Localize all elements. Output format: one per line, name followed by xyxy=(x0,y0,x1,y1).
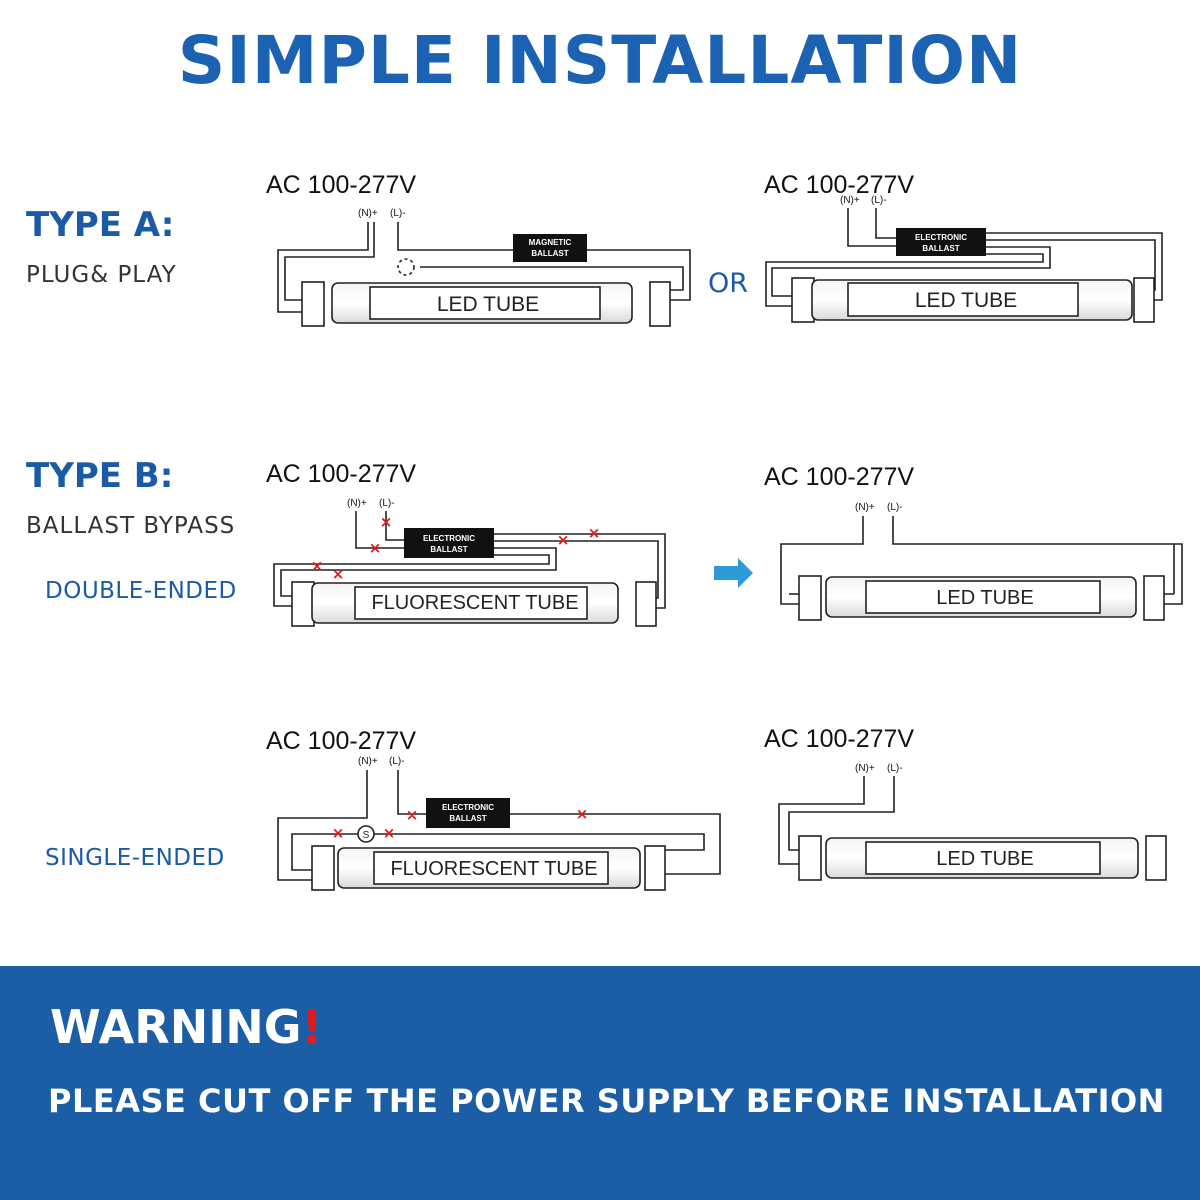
magnetic-ballast xyxy=(513,234,587,262)
type-a-right-diagram: AC 100-277V (N)+ (L)- ELECTRONIC BALLAST… xyxy=(764,171,1163,323)
tube-label: LED TUBE xyxy=(915,289,1017,312)
cut-marks: × × × × × × xyxy=(311,513,601,583)
tube-label: LED TUBE xyxy=(936,848,1033,870)
fluorescent-tube-label: FLUORESCENT TUBE xyxy=(371,592,578,614)
svg-text:ELECTRONIC: ELECTRONIC xyxy=(423,534,475,543)
l-label: (L)- xyxy=(871,195,887,206)
single-ended-label: SINGLE-ENDED xyxy=(45,845,225,871)
cut-mark: × xyxy=(369,539,382,557)
tube-label: LED TUBE xyxy=(936,587,1033,609)
cut-mark: × xyxy=(557,531,570,549)
voltage-label: AC 100-277V xyxy=(764,463,914,491)
arrow-right-icon xyxy=(714,558,753,588)
cut-mark: × xyxy=(380,513,393,531)
l-label: (L)- xyxy=(887,502,903,513)
type-a-left-diagram: AC 100-277V (N)+ (L)- MAGNETIC BALLAST L… xyxy=(266,171,691,327)
fluorescent-tube-label: FLUORESCENT TUBE xyxy=(390,858,597,880)
n-label: (N)+ xyxy=(347,498,367,509)
n-label: (N)+ xyxy=(840,195,860,206)
cut-mark: × xyxy=(332,824,345,842)
cut-mark: × xyxy=(311,557,324,575)
n-label: (N)+ xyxy=(855,502,875,513)
n-label: (N)+ xyxy=(855,763,875,774)
svg-text:BALLAST: BALLAST xyxy=(531,249,568,258)
electronic-ballast xyxy=(404,528,494,558)
type-b-double-left-diagram: AC 100-277V (N)+ (L)- ELECTRONIC BALLAST… xyxy=(266,460,666,627)
double-ended-label: DOUBLE-ENDED xyxy=(45,578,237,604)
cut-mark: × xyxy=(332,565,345,583)
electronic-ballast xyxy=(426,798,510,828)
electronic-ballast xyxy=(896,228,986,256)
wiring-diagrams: AC 100-277V (N)+ (L)- MAGNETIC BALLAST L… xyxy=(266,171,1183,891)
voltage-label: AC 100-277V xyxy=(266,171,416,199)
type-b-label: TYPE B: xyxy=(26,456,174,496)
or-label: OR xyxy=(708,268,749,299)
cut-mark: × xyxy=(576,805,589,823)
exclamation-mark: ! xyxy=(301,1000,323,1054)
type-a-subtitle: PLUG& PLAY xyxy=(26,262,177,288)
svg-text:S: S xyxy=(363,830,370,841)
cut-mark: × xyxy=(383,824,396,842)
type-b-single-left-diagram: AC 100-277V (N)+ (L)- S ELECTRONIC BALLA… xyxy=(266,727,721,891)
cut-mark: × xyxy=(588,524,601,542)
l-label: (L)- xyxy=(389,756,405,767)
voltage-label: AC 100-277V xyxy=(266,727,416,755)
svg-text:MAGNETIC: MAGNETIC xyxy=(529,238,572,247)
l-label: (L)- xyxy=(887,763,903,774)
starter-icon xyxy=(357,825,375,843)
svg-text:BALLAST: BALLAST xyxy=(922,244,959,253)
type-b-subtitle: BALLAST BYPASS xyxy=(26,513,236,539)
warning-text: PLEASE CUT OFF THE POWER SUPPLY BEFORE I… xyxy=(48,1082,1165,1120)
svg-text:ELECTRONIC: ELECTRONIC xyxy=(915,233,967,242)
warning-banner xyxy=(0,966,1200,1200)
voltage-label: AC 100-277V xyxy=(266,460,416,488)
voltage-label: AC 100-277V xyxy=(764,171,914,199)
n-label: (N)+ xyxy=(358,208,378,219)
l-label: (L)- xyxy=(379,498,395,509)
n-label: (N)+ xyxy=(358,756,378,767)
cut-marks: × × × × xyxy=(332,805,589,842)
svg-text:BALLAST: BALLAST xyxy=(430,545,467,554)
svg-text:ELECTRONIC: ELECTRONIC xyxy=(442,803,494,812)
voltage-label: AC 100-277V xyxy=(764,725,914,753)
tube-label: LED TUBE xyxy=(437,293,539,316)
warning-title: WARNING! xyxy=(50,1000,323,1054)
svg-text:BALLAST: BALLAST xyxy=(449,814,486,823)
type-a-label: TYPE A: xyxy=(26,205,175,245)
type-b-single-right-diagram: AC 100-277V (N)+ (L)- LED TUBE xyxy=(764,725,1167,881)
page-title: SIMPLE INSTALLATION xyxy=(177,22,1023,99)
type-b-double-right-diagram: AC 100-277V (N)+ (L)- LED TUBE xyxy=(764,463,1183,621)
l-label: (L)- xyxy=(390,208,406,219)
cut-mark: × xyxy=(406,806,419,824)
